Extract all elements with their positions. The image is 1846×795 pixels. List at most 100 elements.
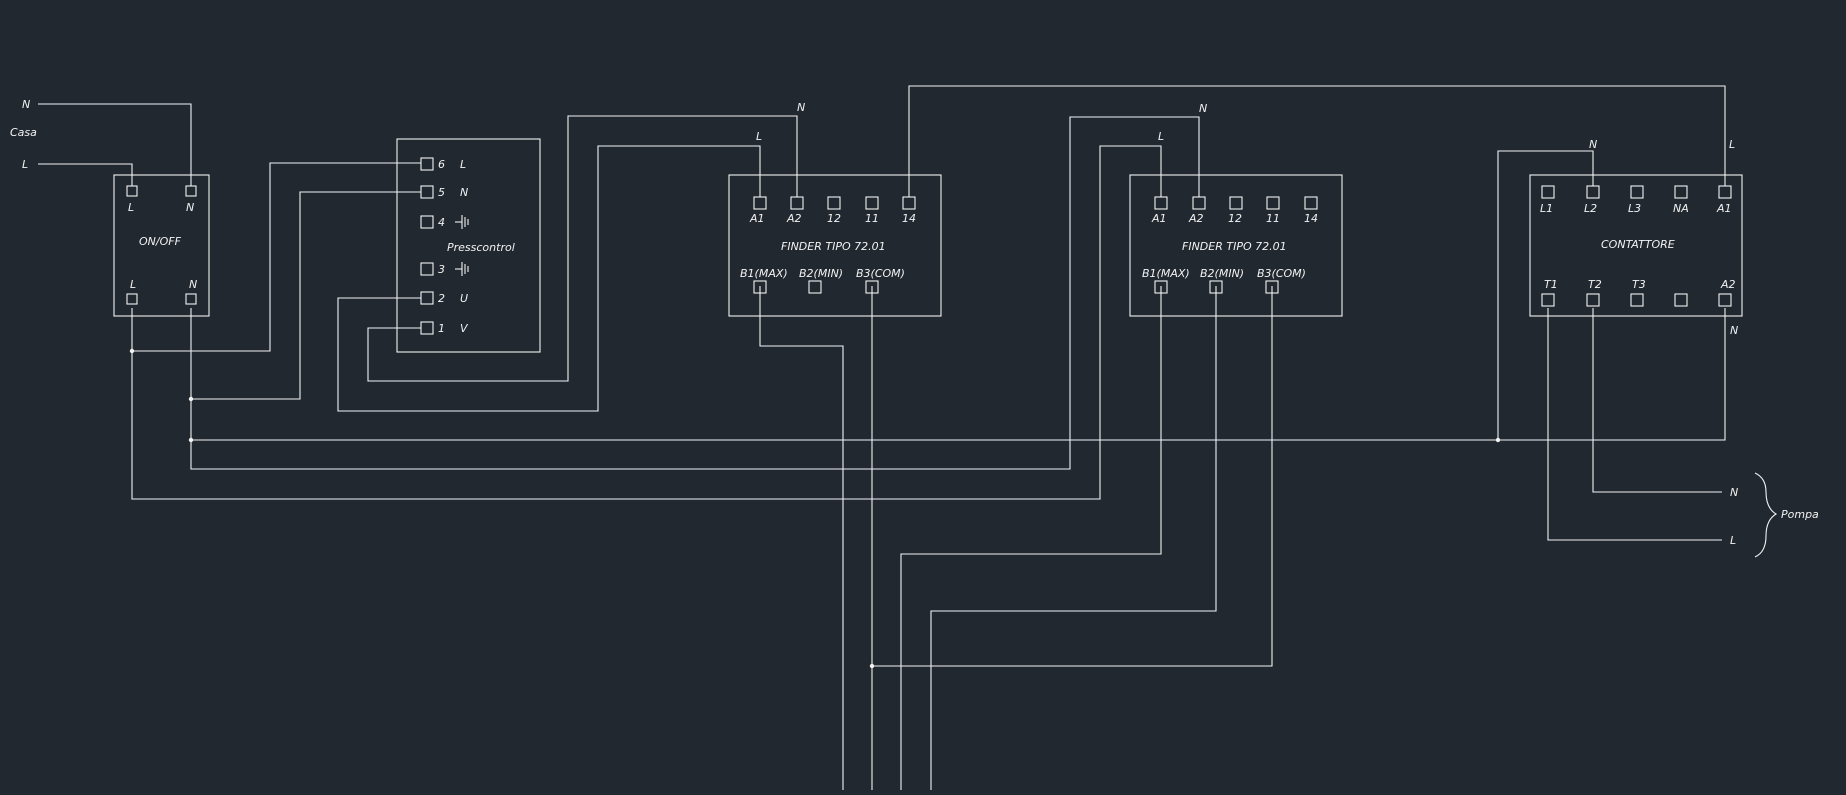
contattore-top-label: L2 <box>1584 202 1597 215</box>
finder2-terminal-12[interactable] <box>1229 196 1243 210</box>
finder1-top-label: 14 <box>902 212 916 225</box>
presscontrol-terminal-num: 5 <box>438 186 445 199</box>
presscontrol-terminal-3[interactable] <box>420 262 434 276</box>
contattore-terminal-t3[interactable] <box>1630 293 1644 307</box>
finder2-terminal-b3[interactable] <box>1265 280 1279 294</box>
wire-n-bus <box>190 116 1200 470</box>
finder1-terminal-11[interactable] <box>865 196 879 210</box>
wire-finder2-b2 <box>930 286 1217 790</box>
onoff-terminal-n-in[interactable] <box>185 185 197 197</box>
presscontrol-terminal-6[interactable] <box>420 157 434 171</box>
contattore-wire-n-top-label: N <box>1589 138 1597 151</box>
onoff-terminal-l-in[interactable] <box>126 185 138 197</box>
onoff-terminal-n-out[interactable] <box>185 293 197 305</box>
contattore[interactable]: N L L1 L2 L3 NA A1 CONTATTORE T1 T2 T3 A… <box>1529 138 1743 337</box>
finder1-terminal-14[interactable] <box>902 196 916 210</box>
finder1-terminal-b3[interactable] <box>865 280 879 294</box>
contattore-terminal-l2[interactable] <box>1586 185 1600 199</box>
presscontrol-terminal-2[interactable] <box>420 291 434 305</box>
presscontrol-terminal-label: N <box>460 186 468 199</box>
finder2-terminal-a2[interactable] <box>1192 196 1206 210</box>
finder2-terminal-a1[interactable] <box>1154 196 1168 210</box>
ground-icon <box>455 215 469 229</box>
contattore-wire-l-top-label: L <box>1729 138 1735 151</box>
finder-relay-1[interactable]: N L A1 A2 12 11 14 FINDER TIPO 72.01 B1(… <box>728 101 942 317</box>
junction-dot <box>129 348 135 354</box>
finder2-box <box>1129 174 1343 317</box>
onoff-top-label: N <box>186 201 194 214</box>
presscontrol-terminal-4[interactable] <box>420 215 434 229</box>
finder-relay-2[interactable]: N L A1 A2 12 11 14 FINDER TIPO 72.01 B1(… <box>1129 102 1343 317</box>
contattore-bottom-label: T2 <box>1588 278 1602 291</box>
contattore-top-label: L3 <box>1628 202 1641 215</box>
presscontrol-terminal-label: U <box>460 292 468 305</box>
casa-n-label: N <box>22 98 30 111</box>
contattore-terminal-na[interactable] <box>1674 185 1688 199</box>
contattore-title: CONTATTORE <box>1601 238 1675 251</box>
contattore-top-label: A1 <box>1716 202 1732 215</box>
contattore-top-label: L1 <box>1540 202 1553 215</box>
wire-finder2-b3 <box>872 286 1273 667</box>
finder2-top-label: 12 <box>1228 212 1242 225</box>
finder1-top-label: 12 <box>827 212 841 225</box>
wire-onoff-n-to-pc5 <box>190 191 421 400</box>
ground-icon <box>455 262 469 276</box>
casa-l-label: L <box>22 158 28 171</box>
contattore-terminal-t1[interactable] <box>1541 293 1555 307</box>
contattore-terminal-a1[interactable] <box>1718 185 1732 199</box>
contattore-terminal-spare[interactable] <box>1674 293 1688 307</box>
contattore-terminal-l3[interactable] <box>1630 185 1644 199</box>
presscontrol-box <box>396 138 541 353</box>
presscontrol[interactable]: Presscontrol 6 L 5 N 4 3 2 U 1 V <box>396 138 541 353</box>
pompa-n-label: N <box>1730 486 1738 499</box>
contattore-bottom-label: T1 <box>1544 278 1558 291</box>
presscontrol-terminal-num: 1 <box>438 322 445 335</box>
contattore-wire-n-bottom-label: N <box>1730 324 1738 337</box>
onoff-box <box>113 174 210 317</box>
onoff-terminal-l-out[interactable] <box>126 293 138 305</box>
junctions <box>129 348 1501 669</box>
wire-finder1-b1 <box>759 286 844 790</box>
contattore-terminal-l1[interactable] <box>1541 185 1555 199</box>
finder2-top-label: 11 <box>1266 212 1280 225</box>
pompa-title: Pompa <box>1781 508 1819 521</box>
wire-onoff-l-to-pc6 <box>131 162 421 352</box>
presscontrol-terminal-label: L <box>460 158 466 171</box>
contattore-bottom-label: A2 <box>1720 278 1736 291</box>
contattore-terminal-t2[interactable] <box>1586 293 1600 307</box>
onoff-switch[interactable]: L N ON/OFF L N <box>113 174 210 317</box>
pompa-output: N Pompa L <box>1730 486 1819 547</box>
wire-contattore-t2-to-pompa-n <box>1592 308 1722 493</box>
finder2-top-label: A1 <box>1151 212 1167 225</box>
wire-pc2-to-finder1-l <box>337 145 761 412</box>
finder2-terminal-b1[interactable] <box>1154 280 1168 294</box>
finder1-terminal-12[interactable] <box>827 196 841 210</box>
finder2-wire-l-label: L <box>1158 130 1164 143</box>
finder2-terminal-b2[interactable] <box>1209 280 1223 294</box>
wire-casa-n <box>38 103 192 186</box>
finder2-terminal-11[interactable] <box>1266 196 1280 210</box>
onoff-top-label: L <box>128 201 134 214</box>
presscontrol-terminal-5[interactable] <box>420 185 434 199</box>
finder1-terminal-a2[interactable] <box>790 196 804 210</box>
finder2-terminal-14[interactable] <box>1304 196 1318 210</box>
finder2-wire-n-label: N <box>1199 102 1207 115</box>
finder1-box <box>728 174 942 317</box>
presscontrol-terminal-1[interactable] <box>420 321 434 335</box>
pompa-brace <box>1754 472 1778 558</box>
finder1-terminal-b1[interactable] <box>753 280 767 294</box>
junction-dot <box>869 663 875 669</box>
finder1-terminal-a1[interactable] <box>753 196 767 210</box>
wire-casa-l <box>38 163 133 186</box>
finder1-terminal-b2[interactable] <box>808 280 822 294</box>
casa-supply: N Casa L <box>10 98 37 171</box>
contattore-terminal-a2[interactable] <box>1718 293 1732 307</box>
finder1-top-label: A2 <box>786 212 802 225</box>
junction-dot <box>1495 437 1501 443</box>
wire-finder1-14-to-contattore-a1 <box>908 85 1726 197</box>
presscontrol-terminal-label: V <box>460 322 469 335</box>
finder1-title: FINDER TIPO 72.01 <box>781 240 886 253</box>
finder1-top-label: A1 <box>749 212 765 225</box>
